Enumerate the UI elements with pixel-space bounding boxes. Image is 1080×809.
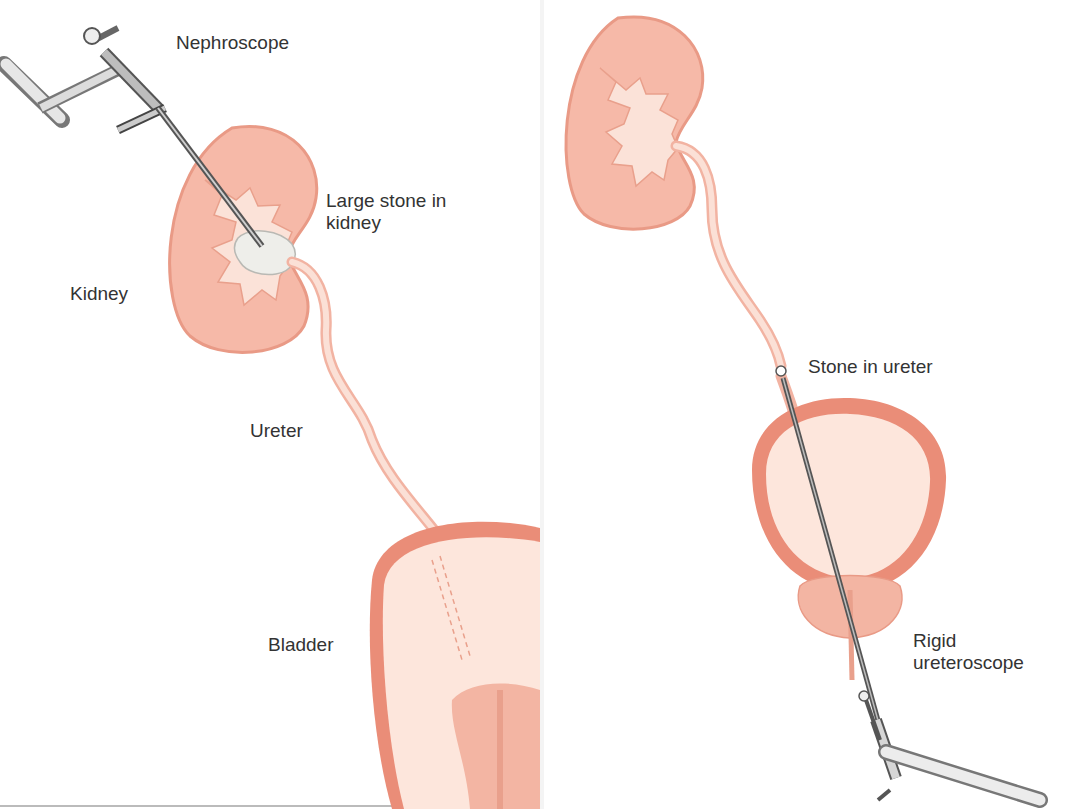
part-label: Ureter	[250, 420, 350, 442]
nephroscope-eyepiece	[6, 64, 60, 118]
nephroscope-body	[104, 52, 160, 110]
nephroscope-sheath	[158, 108, 262, 246]
intramural-ureter	[440, 556, 470, 656]
nephroscope-handle	[40, 70, 118, 108]
part-label: Bladder	[268, 634, 368, 656]
intramural-ureter	[432, 560, 462, 660]
part-label: Rigid ureteroscope	[913, 630, 1063, 674]
ureteroscope-eyepiece	[886, 752, 1040, 800]
ureter-lumen	[292, 262, 448, 548]
ureteral-stone	[776, 366, 786, 376]
ureteroscope-port	[866, 700, 880, 740]
urethra	[850, 590, 852, 680]
nephroscope-sheath	[158, 108, 262, 246]
bladder-wall	[752, 398, 946, 592]
part-label: Large stone in kidney	[326, 190, 476, 234]
ureteroscope-shaft	[783, 378, 884, 742]
bladder-wall	[370, 522, 540, 809]
bladder	[766, 414, 930, 578]
bladder	[383, 537, 540, 809]
nephroscope-body	[104, 52, 160, 110]
ureteroscope-port	[878, 790, 890, 800]
large-stone	[234, 231, 295, 275]
panel-gap	[540, 0, 544, 809]
urethra	[497, 690, 503, 809]
part-label: Kidney	[70, 283, 170, 305]
nephroscope-valve	[84, 28, 100, 44]
ureteroscope-shaft	[783, 378, 884, 742]
kidney	[170, 127, 317, 353]
renal-pelvis	[600, 68, 678, 186]
ureter-lumen	[676, 146, 781, 366]
part-label: Nephroscope	[176, 32, 346, 54]
ureteroscope-eyepiece	[886, 752, 1040, 800]
kidney	[566, 17, 703, 229]
ureter	[676, 146, 781, 366]
ureter	[292, 262, 448, 548]
nephroscope-handle	[41, 70, 117, 108]
part-label: Stone in ureter	[808, 356, 988, 378]
prostate	[452, 683, 540, 809]
nephroscope-eyepiece	[4, 64, 62, 120]
ureteroscope-port	[859, 691, 869, 701]
